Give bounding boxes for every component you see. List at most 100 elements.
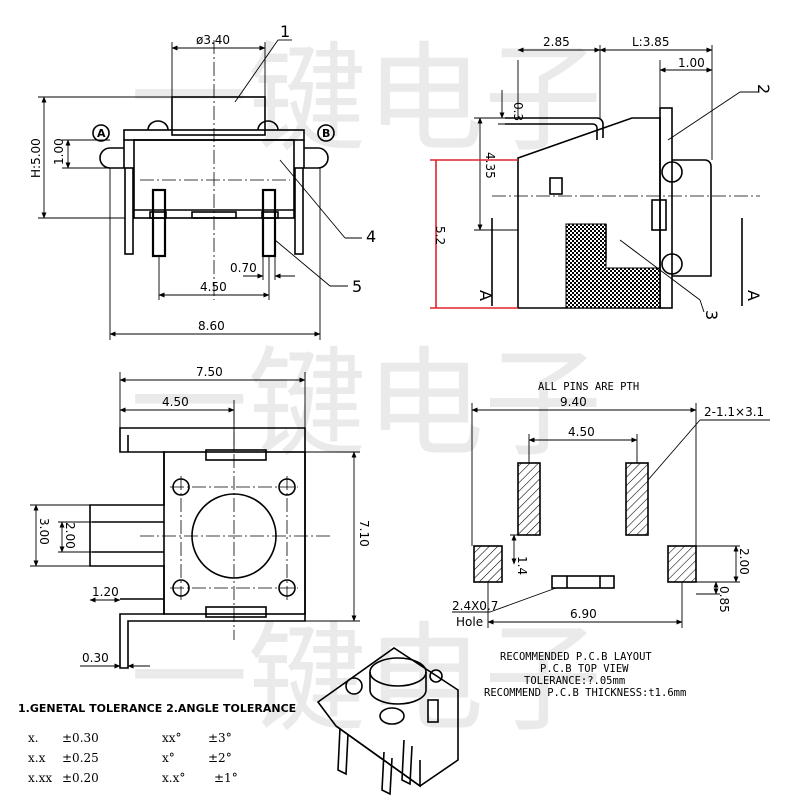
bump-left: [147, 120, 169, 131]
iso-edge: [335, 725, 421, 788]
bottom-body: [163, 451, 306, 615]
dim-bottom-half: 4.50: [162, 395, 189, 409]
pcb-note-4: RECOMMEND P.C.B THICKNESS:t1.6mm: [484, 687, 686, 699]
bump-right: [257, 120, 279, 131]
iso-hole-2: [429, 669, 443, 683]
pcb-layout: ALL PINS ARE PTH 9.40 4.50 2-1.1×3.1 1.4…: [452, 381, 770, 699]
dim-width-label: 8.60: [198, 319, 225, 333]
bottom-view: 7.50 4.50 7.10 3.00 2.00 1.20 0.30: [30, 365, 371, 669]
mount-plate: [659, 107, 673, 309]
tolerance-heading: 1.GENETAL TOLERANCE 2.ANGLE TOLERANCE: [18, 702, 296, 715]
dim-pin-w-label: 0.70: [230, 261, 257, 275]
dim-pcb-d1: 1.4: [515, 556, 529, 575]
balloon-3: 3: [702, 310, 721, 320]
leader-1: [234, 39, 279, 103]
leader-2: [667, 91, 741, 141]
pcb-slot-hole: [551, 575, 615, 589]
front-view: A B ø3.40 1 H:5.00 1.00 4 5 0: [29, 22, 376, 340]
tolerance-table: 1.GENETAL TOLERANCE 2.ANGLE TOLERANCE x.…: [18, 702, 296, 785]
leader-3: [619, 239, 701, 301]
bottom-tab-top: [205, 449, 267, 461]
dim-side-4: 0.3: [511, 102, 525, 121]
marker-b-label: B: [322, 127, 330, 140]
dim-bottom-d4: 0.30: [82, 651, 109, 665]
section-right: A: [744, 290, 763, 301]
leader-5: [274, 239, 331, 287]
dim-pcb-d2: 2.00: [737, 548, 751, 575]
section-fill: [565, 223, 661, 309]
dim-side-5: 4.35: [483, 152, 497, 179]
side-bump-1: [661, 161, 683, 183]
tol-r1-a: x.: [28, 731, 39, 745]
pcb-header: ALL PINS ARE PTH: [538, 381, 639, 393]
pcb-pad-4: [667, 545, 697, 583]
pcb-hole-label: Hole: [456, 615, 483, 629]
iso-tab: [427, 699, 439, 723]
dim-side-2: L:3.85: [632, 35, 669, 49]
dim-dia-label: ø3.40: [196, 33, 230, 47]
dim-pcb-d3: 0.85: [717, 586, 731, 613]
pcb-hole-size: 2.4X0.7: [452, 599, 498, 613]
side-bump-2: [661, 253, 683, 275]
side-tab-left: [99, 140, 125, 169]
dim-height-label: H:5.00: [29, 138, 43, 178]
side-window: [549, 177, 563, 195]
pcb-pad-label: 2-1.1×3.1: [704, 405, 764, 419]
dim-pitch-label: 4.50: [200, 280, 227, 294]
section-left: A: [476, 290, 495, 301]
dim-bottom-d1: 3.00: [37, 518, 51, 545]
iso-leg-2: [381, 751, 393, 796]
leader-4: [279, 159, 346, 239]
tol-r3-c: x.x°: [162, 771, 185, 785]
dim-bottom-d3: 1.20: [92, 585, 119, 599]
tol-r1-c: xx°: [162, 731, 182, 745]
pcb-pad-1: [517, 462, 541, 536]
leg-outer-left: [124, 167, 134, 255]
watermark: 一键电子 一键电子 一键电子: [130, 30, 602, 748]
tol-r2-b: ±0.25: [62, 751, 99, 765]
pcb-note-1: RECOMMENDED P.C.B LAYOUT: [500, 651, 652, 663]
pcb-pad-3: [473, 545, 503, 583]
pin-left: [151, 188, 167, 258]
pin-right: [261, 188, 277, 258]
dim-side-6: 5.2: [433, 226, 447, 245]
pcb-note-3: TOLERANCE:?.05mm: [524, 675, 625, 687]
tol-r3-d: ±1°: [214, 771, 238, 785]
balloon-4: 4: [366, 227, 376, 246]
dim-bottom-h: 7.10: [357, 520, 371, 547]
tol-r3-b: ±0.20: [62, 771, 99, 785]
tol-r2-c: x°: [162, 751, 175, 765]
dim-bottom-w: 7.50: [196, 365, 223, 379]
dim-bottom-d2: 2.00: [63, 522, 77, 549]
tol-r1-b: ±0.30: [62, 731, 99, 745]
marker-a-label: A: [97, 127, 106, 140]
balloon-2: 2: [754, 84, 773, 94]
iso-leg-3: [401, 739, 413, 786]
tol-r3-a: x.xx: [28, 771, 52, 785]
iso-circle: [379, 707, 405, 725]
watermark-text-3: 一键电子: [130, 610, 602, 748]
leader-pad: [647, 419, 701, 481]
marker-a: [92, 124, 110, 142]
dim-offset-label: 1.00: [52, 138, 66, 165]
tol-r2-a: x.x: [28, 751, 46, 765]
dim-side-3: 1.00: [678, 56, 705, 70]
iso-leg-1: [337, 727, 349, 776]
side-tab-right: [303, 140, 329, 169]
leader-3-tail: [699, 299, 705, 313]
iso-hole-1: [345, 677, 363, 695]
iso-plunger-side: [369, 672, 427, 705]
top-lever-inner: [505, 123, 598, 140]
marker-b: [317, 124, 335, 142]
leader-hole: [489, 587, 557, 613]
side-view: 2.85 L:3.85 1.00 0.3 4.35 5.2 A A 2 3: [430, 35, 773, 320]
dim-pcb-pitch: 4.50: [568, 425, 595, 439]
leg-outer-right: [294, 167, 304, 255]
bottom-tab-bottom: [205, 606, 267, 618]
pcb-pad-2: [625, 462, 649, 536]
plunger: [171, 96, 266, 136]
side-plunger: [672, 159, 712, 277]
dim-pcb-w: 9.40: [560, 395, 587, 409]
balloon-1: 1: [280, 22, 290, 41]
